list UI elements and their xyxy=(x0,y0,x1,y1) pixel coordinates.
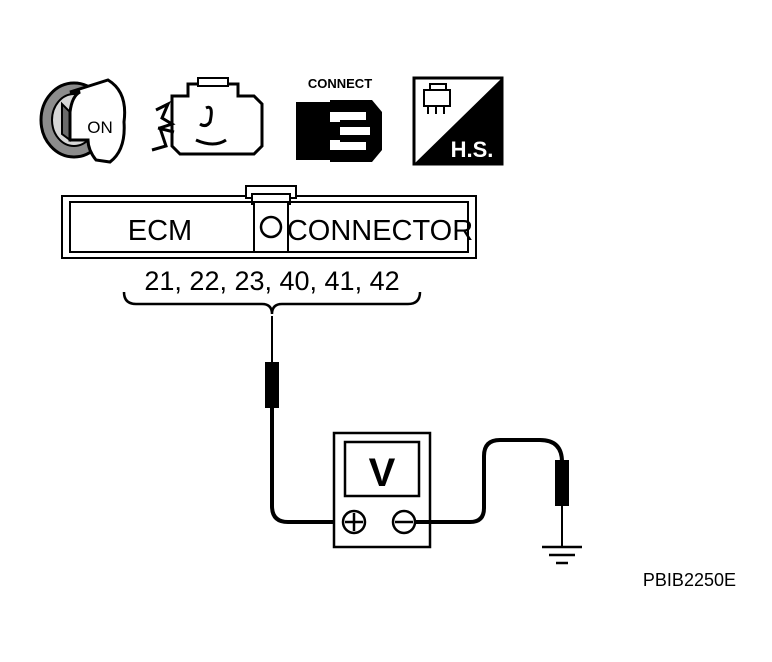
connector-connected-icon: CONNECT xyxy=(296,76,382,162)
ecm-connector: ECM CONNECTOR xyxy=(61,185,477,259)
plus-terminal-icon xyxy=(341,509,367,535)
positive-probe xyxy=(265,316,340,524)
ground-icon xyxy=(542,545,582,565)
engine-stopped-icon xyxy=(151,77,264,156)
negative-probe xyxy=(415,438,569,546)
meter-display: V xyxy=(369,451,396,495)
hs-label: H.S. xyxy=(451,137,494,162)
figure-code: PBIB2250E xyxy=(643,570,736,590)
voltmeter: V xyxy=(332,431,432,549)
terminal-brace xyxy=(122,291,422,315)
terminal-numbers: 21, 22, 23, 40, 41, 42 xyxy=(144,266,399,296)
connect-label: CONNECT xyxy=(308,76,372,91)
connector-label: CONNECTOR xyxy=(287,215,473,247)
ignition-key-on-icon: ON xyxy=(39,78,127,164)
harness-side-icon: H.S. xyxy=(412,76,504,166)
ignition-on-label: ON xyxy=(87,118,113,137)
ecm-label: ECM xyxy=(128,215,192,247)
minus-terminal-icon xyxy=(391,509,417,535)
